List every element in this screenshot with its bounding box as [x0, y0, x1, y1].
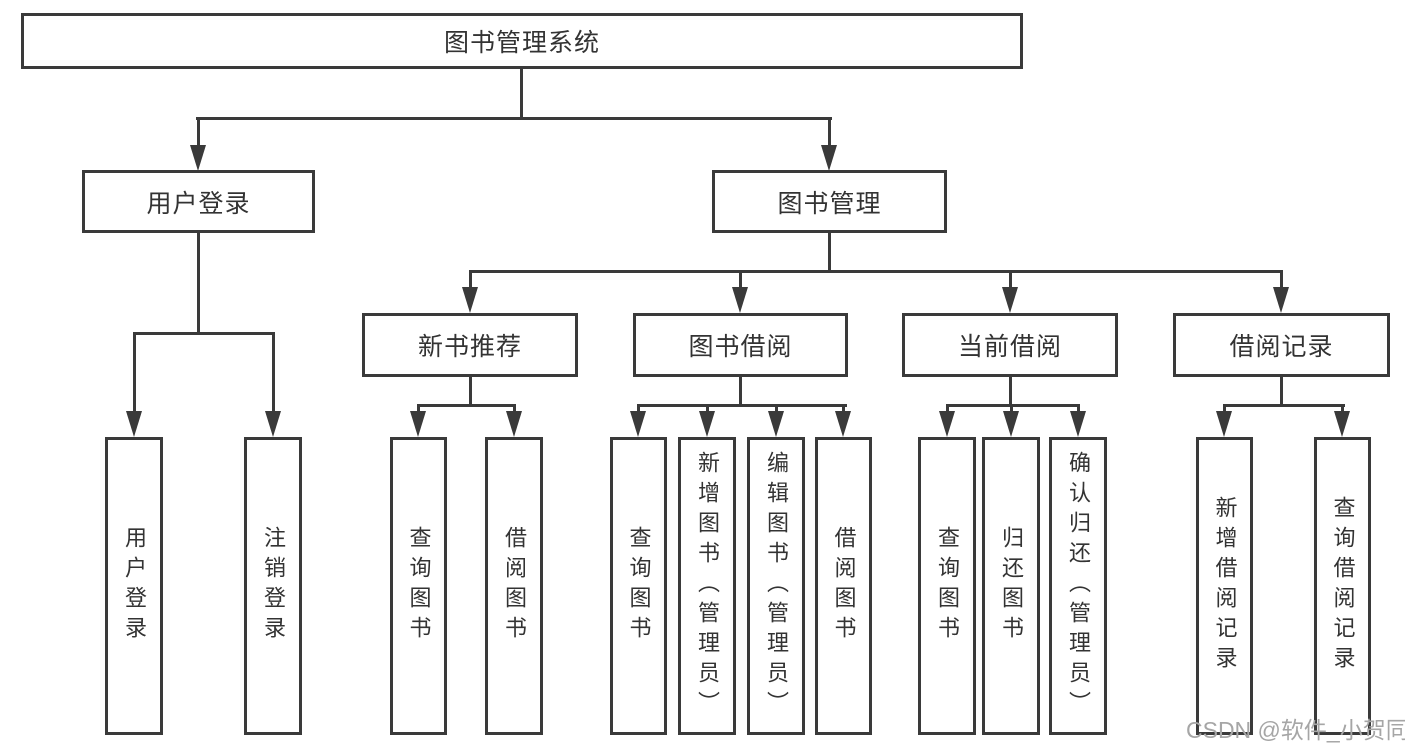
node-label: 用户登录 — [122, 526, 147, 646]
connector-line — [1223, 404, 1226, 414]
connector-line — [1009, 377, 1012, 407]
connector-line — [469, 270, 1283, 273]
connector-line — [197, 117, 200, 147]
leaf-add-borrow-record: 新增借阅记录 — [1196, 437, 1253, 735]
leaf-return-book: 归还图书 — [982, 437, 1040, 735]
leaf-query-books-borrow: 查询图书 — [610, 437, 667, 735]
connector-line — [706, 404, 709, 414]
watermark: CSDN @软件_小贺同学 — [1186, 717, 1405, 743]
arrowhead-down-icon — [1334, 411, 1350, 437]
connector-line — [828, 233, 831, 273]
leaf-query-books-current: 查询图书 — [918, 437, 976, 735]
arrowhead-down-icon — [410, 411, 426, 437]
node-borrow-records: 借阅记录 — [1173, 313, 1390, 377]
node-book-management: 图书管理 — [712, 170, 947, 233]
node-label: 编辑图书（管理员） — [764, 451, 789, 721]
connector-line — [272, 332, 275, 412]
connector-line — [739, 270, 742, 290]
connector-line — [513, 404, 516, 414]
arrowhead-down-icon — [630, 411, 646, 437]
connector-line — [1223, 404, 1345, 407]
arrowhead-down-icon — [821, 145, 837, 171]
arrowhead-down-icon — [1003, 411, 1019, 437]
node-label: 注销登录 — [261, 526, 286, 646]
leaf-edit-book-admin: 编辑图书（管理员） — [747, 437, 805, 735]
connector-line — [1280, 270, 1283, 290]
connector-line — [775, 404, 778, 414]
connector-line — [828, 117, 831, 147]
node-label: 新增借阅记录 — [1212, 496, 1238, 676]
arrowhead-down-icon — [699, 411, 715, 437]
leaf-query-borrow-record: 查询借阅记录 — [1314, 437, 1371, 735]
connector-line — [637, 404, 847, 407]
node-label: 图书借阅 — [688, 333, 793, 361]
leaf-borrow-books: 借阅图书 — [815, 437, 872, 735]
node-label: 查询图书 — [406, 526, 432, 646]
leaf-confirm-return-admin: 确认归还（管理员） — [1049, 437, 1107, 735]
connector-line — [1077, 404, 1080, 414]
connector-line — [946, 404, 949, 414]
connector-line — [196, 117, 832, 120]
node-user-login: 用户登录 — [82, 170, 315, 233]
connector-line — [637, 404, 640, 414]
node-current-borrow: 当前借阅 — [902, 313, 1118, 377]
node-label: 用户登录 — [146, 189, 251, 218]
node-label: 查询图书 — [935, 526, 960, 646]
connector-line — [1009, 270, 1012, 290]
node-label: 新增图书（管理员） — [695, 451, 720, 721]
node-label: 借阅图书 — [502, 526, 527, 646]
arrowhead-down-icon — [939, 411, 955, 437]
node-label: 图书管理系统 — [443, 29, 600, 57]
connector-line — [417, 404, 516, 407]
node-label: 借阅记录 — [1229, 333, 1334, 361]
leaf-query-books-recommend: 查询图书 — [390, 437, 447, 735]
connector-line — [1010, 404, 1013, 414]
arrowhead-down-icon — [768, 411, 784, 437]
connector-line — [417, 404, 420, 414]
node-book-borrow: 图书借阅 — [633, 313, 848, 377]
arrowhead-down-icon — [1273, 287, 1289, 313]
arrowhead-down-icon — [462, 287, 478, 313]
connector-line — [197, 233, 200, 334]
leaf-logout: 注销登录 — [244, 437, 302, 735]
arrowhead-down-icon — [732, 287, 748, 313]
connector-line — [739, 377, 742, 407]
node-library-management-system: 图书管理系统 — [21, 13, 1023, 69]
connector-line — [842, 404, 845, 414]
connector-line — [520, 69, 523, 120]
connector-line — [133, 332, 136, 412]
arrowhead-down-icon — [506, 411, 522, 437]
leaf-user-login: 用户登录 — [105, 437, 163, 735]
arrowhead-down-icon — [1070, 411, 1086, 437]
connector-line — [1341, 404, 1344, 414]
node-label: 借阅图书 — [831, 526, 857, 646]
node-label: 查询借阅记录 — [1330, 496, 1356, 676]
node-label: 图书管理 — [777, 189, 882, 218]
node-label: 确认归还（管理员） — [1066, 451, 1091, 721]
node-label: 当前借阅 — [957, 333, 1062, 361]
node-label: 新书推荐 — [417, 333, 522, 361]
leaf-add-book-admin: 新增图书（管理员） — [678, 437, 736, 735]
node-label: 查询图书 — [626, 526, 652, 646]
arrowhead-down-icon — [190, 145, 206, 171]
connector-line — [1280, 377, 1283, 407]
arrowhead-down-icon — [265, 411, 281, 437]
arrowhead-down-icon — [835, 411, 851, 437]
node-new-book-recommend: 新书推荐 — [362, 313, 578, 377]
connector-line — [469, 270, 472, 290]
node-label: 归还图书 — [999, 526, 1024, 646]
arrowhead-down-icon — [1216, 411, 1232, 437]
leaf-borrow-books-recommend: 借阅图书 — [485, 437, 543, 735]
arrowhead-down-icon — [126, 411, 142, 437]
connector-line — [469, 377, 472, 407]
connector-line — [946, 404, 1080, 407]
arrowhead-down-icon — [1002, 287, 1018, 313]
connector-line — [133, 332, 275, 335]
